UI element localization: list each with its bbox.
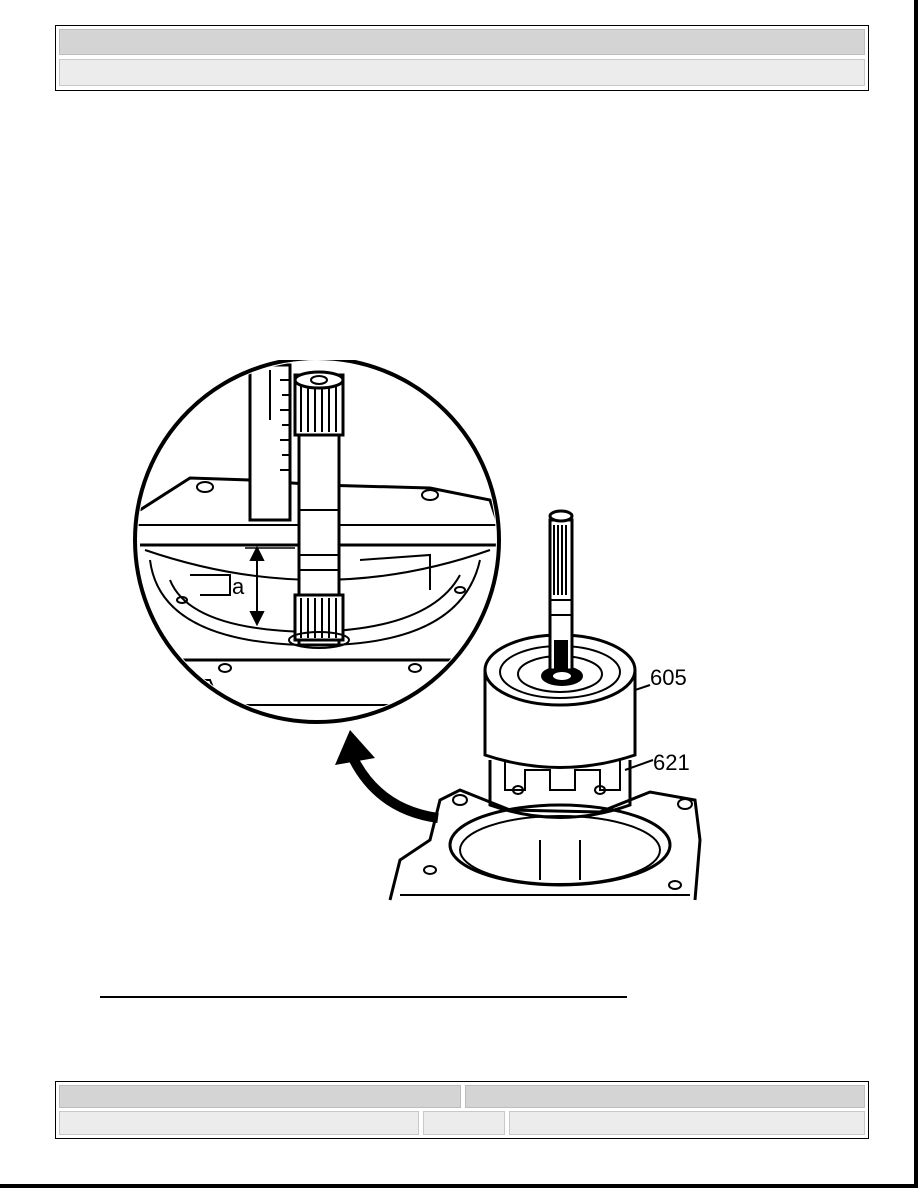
separator-line (100, 996, 627, 998)
footer-cell (59, 1085, 461, 1108)
callout-a: a (232, 574, 245, 599)
footer-cell (423, 1111, 505, 1135)
detail-view: a (133, 360, 501, 724)
callout-621: 621 (653, 750, 690, 775)
footer-cell (59, 1111, 419, 1135)
figure-illustration: a (130, 360, 710, 905)
header-box (55, 25, 869, 91)
footer-cell (509, 1111, 865, 1135)
pointer-arrow (335, 730, 439, 823)
header-title (59, 29, 865, 55)
footer-box (55, 1081, 869, 1139)
footer-cell (465, 1085, 865, 1108)
illustration-svg: a (133, 360, 702, 901)
assembly-view (388, 509, 702, 901)
callout-605: 605 (650, 665, 687, 690)
header-subtitle (59, 59, 865, 86)
